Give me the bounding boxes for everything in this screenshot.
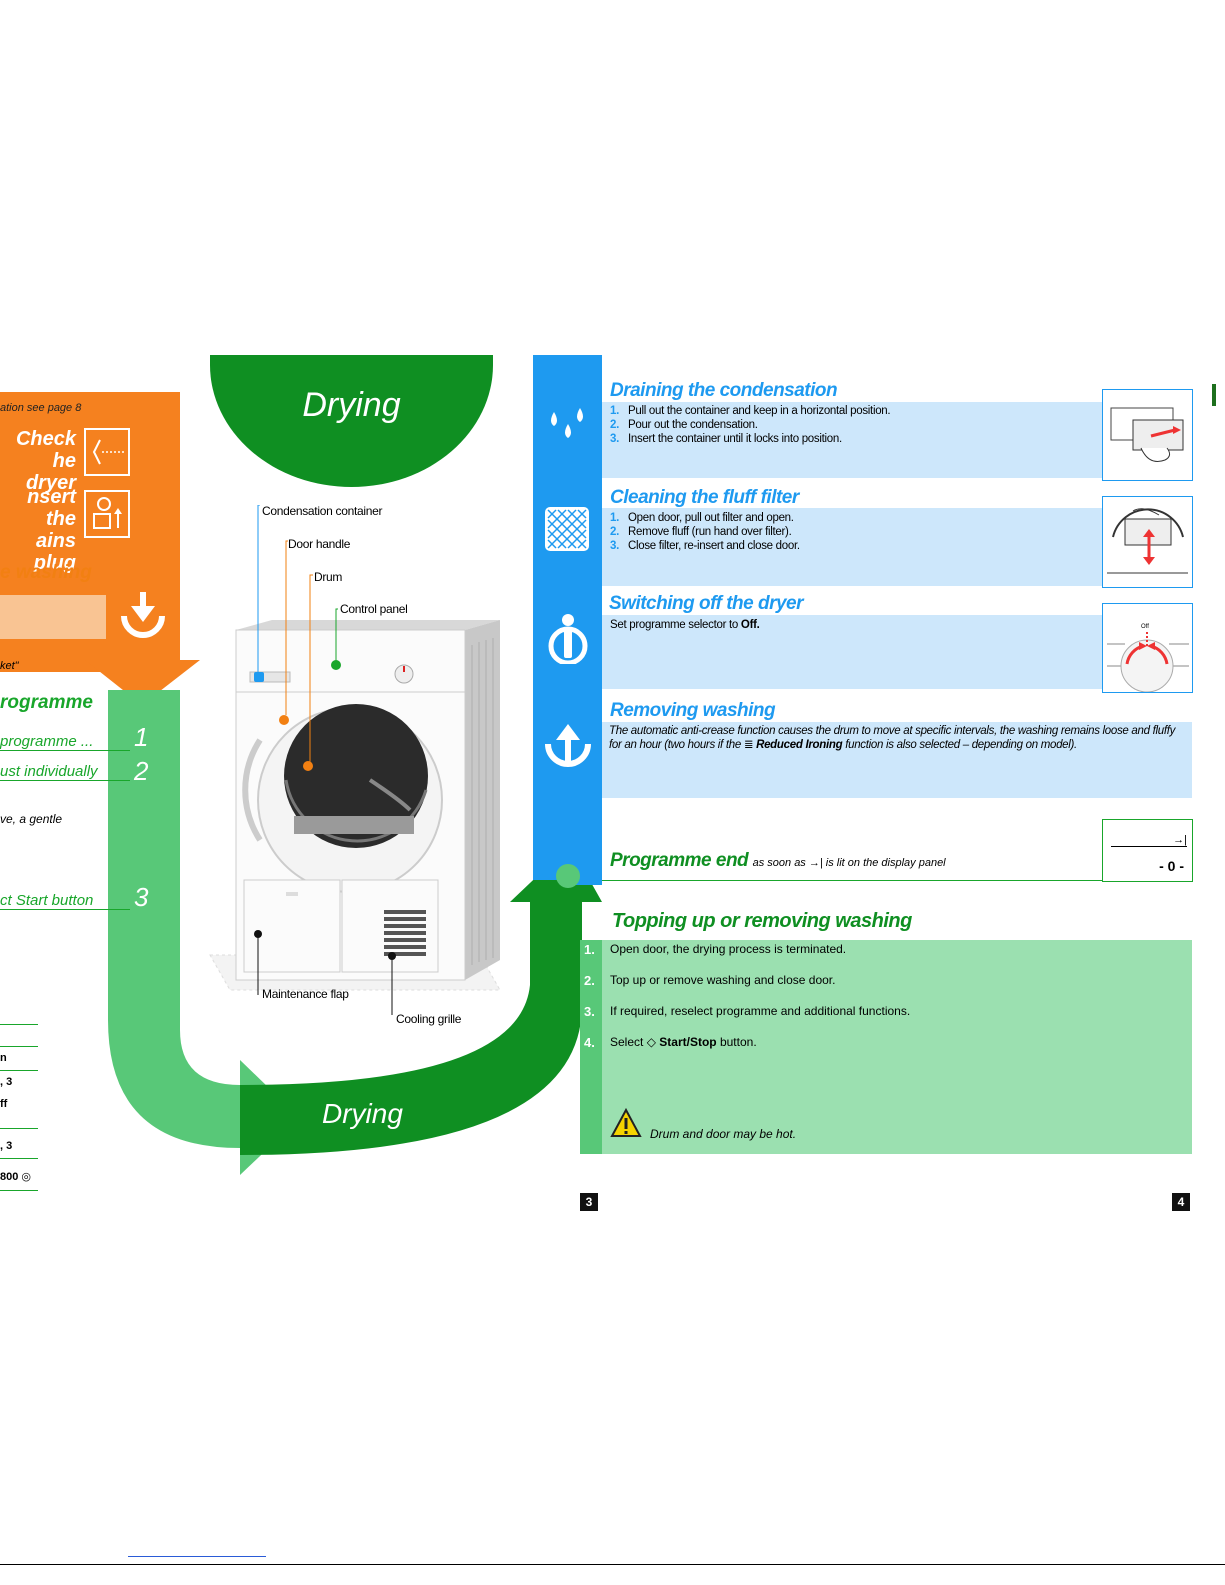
label-maintenance-flap: Maintenance flap [262, 987, 349, 1001]
switching-title: Switching off the dryer [609, 593, 804, 614]
draining-title: Draining the condensation [610, 380, 838, 401]
cleaning-illustration [1102, 496, 1193, 588]
dial-off-label: Off [1141, 624, 1149, 630]
draining-steps: 1.Pull out the container and keep in a h… [610, 404, 891, 446]
power-off-icon [548, 614, 588, 664]
gentle-fragment: ve, a gentle [0, 812, 63, 826]
list-item: 1.Pull out the container and keep in a h… [610, 405, 891, 417]
step1-fragment: programme ... [0, 733, 130, 751]
step1-number: 1 [134, 722, 149, 752]
programme-end-rule [602, 880, 1102, 881]
display-panel: →| - 0 - [1102, 819, 1193, 882]
step3-fragment: ct Start button [0, 892, 130, 910]
table-cell: 800 ◎ [0, 1171, 32, 1183]
label-cooling-grille: Cooling grille [396, 1012, 462, 1026]
removing-title: Removing washing [610, 700, 776, 721]
table-cell: , 3 [0, 1140, 13, 1152]
warning-text: Drum and door may be hot. [650, 1127, 797, 1141]
step2-number: 2 [134, 756, 149, 786]
ref-fragment: ation see page 8 [0, 402, 82, 414]
list-item: 1.Open door, the drying process is termi… [584, 942, 847, 957]
list-item: 2.Top up or remove washing and close doo… [584, 973, 836, 988]
table-line [0, 1158, 38, 1159]
leader-lines [257, 505, 393, 1015]
topping-num-strip [580, 940, 602, 1154]
cleaning-band [602, 508, 1192, 586]
orange-box [0, 595, 106, 639]
quote-fragment: ket" [0, 660, 19, 672]
list-item: 2.Pour out the condensation. [610, 419, 758, 431]
drying-title-arc [210, 355, 493, 487]
green-dot [556, 864, 580, 888]
table-line [0, 1190, 38, 1191]
page-number-right: 4 [1172, 1193, 1190, 1211]
warning-icon [610, 1108, 642, 1137]
check-dryer-icon [84, 428, 130, 476]
table-line [0, 1046, 38, 1047]
topping-steps: 1.Open door, the drying process is termi… [584, 942, 1184, 1066]
label-drum: Drum [314, 570, 343, 584]
list-item: 3.If required, reselect programme and ad… [584, 1004, 911, 1019]
table-line [0, 1128, 38, 1129]
removing-band [602, 722, 1192, 798]
programme-fragment: rogramme [0, 692, 93, 713]
step3-number: 3 [134, 882, 149, 912]
switching-illustration: Off [1102, 603, 1193, 693]
mains-plug-icon [84, 490, 130, 538]
bottom-rule [0, 1564, 1225, 1565]
table-line [0, 1024, 38, 1025]
light-green-arrow [108, 690, 300, 1175]
load-down-icon [118, 590, 168, 640]
orange-arrow-head [85, 660, 200, 705]
water-drops-icon [551, 408, 583, 438]
label-door-handle: Door handle [288, 537, 351, 551]
draining-band [602, 402, 1192, 478]
fluff-filter-icon [545, 507, 589, 551]
list-item: 1.Open door, pull out filter and open. [610, 512, 794, 524]
dryer-illustration [209, 620, 501, 991]
list-item: 4.Select ◇ Start/Stop button. [584, 1035, 757, 1050]
blue-sidebar-tail [533, 840, 602, 885]
topping-band [580, 940, 1192, 1154]
cleaning-steps: 1.Open door, pull out filter and open. 2… [610, 511, 800, 553]
page-title: Drying [302, 386, 401, 424]
removing-text: The automatic anti-crease function cause… [609, 725, 1176, 751]
switching-band [602, 615, 1192, 689]
dark-green-arrow [240, 845, 602, 1155]
washing-fragment: e washing [0, 562, 92, 583]
list-item: 3.Insert the container until it locks in… [610, 433, 842, 445]
bottom-link-rule [128, 1556, 266, 1557]
table-cell: ff [0, 1098, 8, 1110]
label-control-panel: Control panel [340, 602, 408, 616]
list-item: 3.Close filter, re-insert and close door… [610, 540, 800, 552]
table-cell: , 3 [0, 1076, 13, 1088]
programme-end: Programme end as soon as →| is lit on th… [610, 850, 946, 871]
switching-text: Set programme selector to Off. [610, 619, 760, 631]
step2-fragment: ust individually [0, 763, 130, 781]
page-number-left: 3 [580, 1193, 598, 1211]
table-line [0, 1070, 38, 1071]
unload-up-icon [545, 724, 591, 767]
drying-arrow-label: Drying [322, 1098, 403, 1129]
display-readout: - 0 - [1159, 858, 1184, 874]
table-cell: n [0, 1052, 7, 1064]
display-end-symbol: →| [1111, 834, 1187, 847]
topping-title: Topping up or removing washing [612, 910, 912, 932]
cleaning-title: Cleaning the fluff filter [610, 487, 799, 508]
list-item: 2.Remove fluff (run hand over filter). [610, 526, 792, 538]
draining-illustration [1102, 389, 1193, 481]
bleed-mark [1212, 384, 1216, 406]
label-condensation-container: Condensation container [262, 504, 383, 518]
